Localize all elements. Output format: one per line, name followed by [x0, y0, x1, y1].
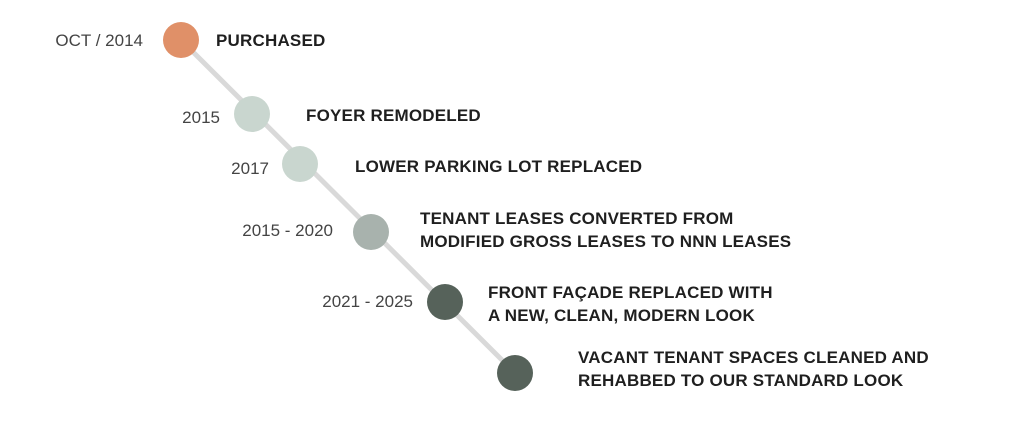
- milestone-label-line: REHABBED TO OUR STANDARD LOOK: [578, 371, 904, 390]
- milestone-date: 2017: [231, 159, 269, 178]
- milestone-label-line: FOYER REMODELED: [306, 106, 481, 125]
- milestone-dot-purchased: [163, 22, 199, 58]
- milestone-label: VACANT TENANT SPACES CLEANED AND REHABBE…: [578, 346, 929, 392]
- milestone-label-line: TENANT LEASES CONVERTED FROM: [420, 209, 734, 228]
- milestone-date: 2021 - 2025: [322, 292, 413, 311]
- milestone-label: LOWER PARKING LOT REPLACED: [355, 155, 642, 178]
- milestone-label-line: FRONT FAÇADE REPLACED WITH: [488, 283, 773, 302]
- milestone-label-line: VACANT TENANT SPACES CLEANED AND: [578, 348, 929, 367]
- milestone-label-line: LOWER PARKING LOT REPLACED: [355, 157, 643, 176]
- milestone-dot-leases: [353, 214, 389, 250]
- milestone-date: 2015 - 2020: [242, 221, 333, 240]
- milestone-label-line: A NEW, CLEAN, MODERN LOOK: [488, 306, 755, 325]
- milestone-dot-vacant: [497, 355, 533, 391]
- milestone-date: OCT / 2014: [55, 31, 143, 50]
- milestone-dot-facade: [427, 284, 463, 320]
- milestone-label: PURCHASED: [216, 29, 325, 52]
- milestone-label-line: PURCHASED: [216, 31, 326, 50]
- milestone-date: 2015: [182, 108, 220, 127]
- milestone-dot-parking: [282, 146, 318, 182]
- milestone-label: FOYER REMODELED: [306, 104, 481, 127]
- milestone-label: FRONT FAÇADE REPLACED WITH A NEW, CLEAN,…: [488, 281, 773, 327]
- milestone-dot-foyer: [234, 96, 270, 132]
- milestone-label-line: MODIFIED GROSS LEASES TO NNN LEASES: [420, 232, 792, 251]
- timeline-connector: [178, 37, 518, 376]
- milestone-label: TENANT LEASES CONVERTED FROM MODIFIED GR…: [420, 207, 791, 253]
